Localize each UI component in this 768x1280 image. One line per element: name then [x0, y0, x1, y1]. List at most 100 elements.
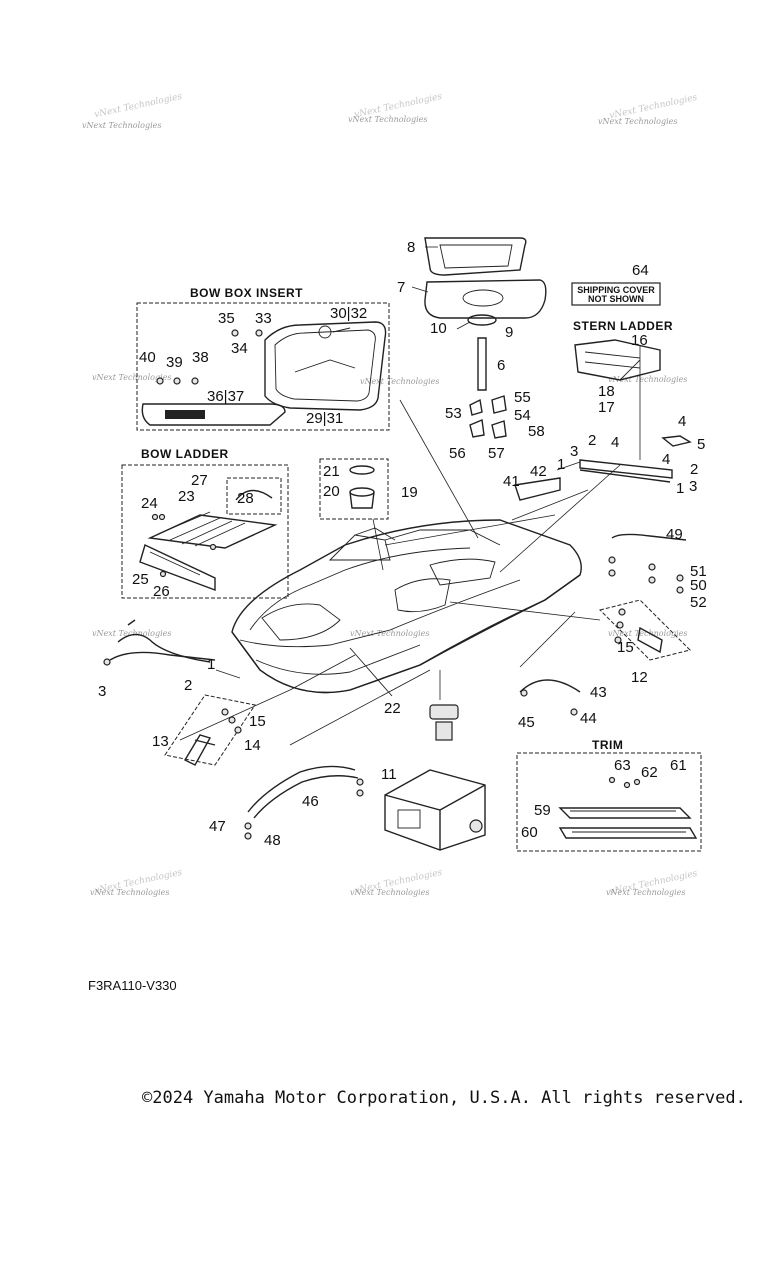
- callout-2-right: 2: [690, 461, 698, 478]
- callout-33: 33: [255, 310, 272, 327]
- callout-48: 48: [264, 832, 281, 849]
- stern-ladder-part: [574, 339, 661, 381]
- callout-22: 22: [384, 700, 401, 717]
- watermark-top-left: vNext Technologies vNext Technologies: [82, 92, 183, 130]
- callout-45: 45: [518, 714, 535, 731]
- seat-pedestal-parts: [424, 237, 547, 439]
- callout-47: 47: [209, 818, 226, 835]
- callout-24: 24: [141, 495, 158, 512]
- drain-plug-22: [429, 704, 459, 741]
- callout-5: 5: [697, 436, 705, 453]
- svg-text:vNext Technologies: vNext Technologies: [350, 888, 429, 897]
- callout-36-37: 36|37: [207, 388, 244, 405]
- cleat-assembly-right: [599, 599, 691, 661]
- callout-50: 50: [690, 577, 707, 594]
- callout-6: 6: [497, 357, 505, 374]
- callout-13: 13: [152, 733, 169, 750]
- callout-39: 39: [166, 354, 183, 371]
- watermark-mid-6: vNext Technologies: [608, 629, 687, 638]
- watermark-bottom-right: vNext Technologies vNext Technologies: [606, 869, 699, 897]
- callout-21: 21: [323, 463, 340, 480]
- callout-11: 11: [381, 766, 397, 783]
- svg-text:vNext Technologies: vNext Technologies: [90, 888, 169, 897]
- bow-box-insert-title: BOW BOX INSERT: [190, 286, 303, 300]
- callout-41: 41: [503, 473, 520, 490]
- callout-14: 14: [244, 737, 261, 754]
- svg-text:NOT SHOWN: NOT SHOWN: [588, 294, 644, 304]
- callout-34: 34: [231, 340, 248, 357]
- callout-60: 60: [521, 824, 538, 841]
- callout-2-left: 2: [184, 677, 192, 694]
- bow-box-insert-panel: BOW BOX INSERT: [136, 286, 390, 431]
- svg-text:vNext Technologies: vNext Technologies: [598, 117, 677, 126]
- cooler-11: [384, 769, 486, 851]
- callout-44: 44: [580, 710, 597, 727]
- callout-17: 17: [598, 399, 615, 416]
- callout-35: 35: [218, 310, 235, 327]
- trim-panel: TRIM: [516, 738, 702, 852]
- trim-title: TRIM: [592, 738, 623, 752]
- callout-49: 49: [666, 526, 683, 543]
- stern-rails: [514, 435, 692, 501]
- callout-9: 9: [505, 324, 513, 341]
- callout-3-left: 3: [98, 683, 106, 700]
- callout-51: 51: [690, 563, 707, 580]
- callout-53: 53: [445, 405, 462, 422]
- watermark-mid-2: vNext Technologies: [360, 377, 439, 386]
- watermark-bottom-center: vNext Technologies vNext Technologies: [350, 868, 444, 897]
- handle-46: [244, 765, 364, 840]
- grab-handle-43: [519, 679, 581, 716]
- callout-labels: 8 7 10 9 6 55 53 54 58 56 57 64 16 18 17…: [98, 239, 707, 849]
- callout-1-top: 1: [557, 456, 565, 473]
- callout-4-top: 4: [678, 413, 686, 430]
- svg-text:vNext Technologies: vNext Technologies: [606, 888, 685, 897]
- leader-lines: [179, 246, 641, 746]
- watermark-mid-1: vNext Technologies: [92, 373, 171, 382]
- callout-43: 43: [590, 684, 607, 701]
- svg-text:vNext Technologies: vNext Technologies: [93, 92, 183, 120]
- bow-rail-parts: [103, 619, 216, 666]
- stern-ladder-title: STERN LADDER: [573, 319, 673, 333]
- callout-57: 57: [488, 445, 505, 462]
- callout-15-left: 15: [249, 713, 266, 730]
- callout-54: 54: [514, 407, 531, 424]
- callout-52: 52: [690, 594, 707, 611]
- watermark-mid-5: vNext Technologies: [350, 629, 429, 638]
- diagram-code: F3RA110-V330: [88, 978, 177, 993]
- svg-text:vNext Technologies: vNext Technologies: [82, 121, 161, 130]
- callout-8: 8: [407, 239, 415, 256]
- svg-text:vNext Technologies: vNext Technologies: [348, 115, 427, 124]
- bow-ladder-title: BOW LADDER: [141, 447, 229, 461]
- callout-63: 63: [614, 757, 631, 774]
- callout-1-right: 1: [676, 480, 684, 497]
- shipping-cover-note: SHIPPING COVER NOT SHOWN: [571, 282, 661, 306]
- callout-20: 20: [323, 483, 340, 500]
- callout-7: 7: [397, 279, 405, 296]
- callout-3-top: 3: [570, 443, 578, 460]
- copyright-notice: ©2024 Yamaha Motor Corporation, U.S.A. A…: [142, 1088, 746, 1108]
- callout-2-top: 2: [588, 432, 596, 449]
- watermark-mid-4: vNext Technologies: [92, 629, 171, 638]
- callout-29-31: 29|31: [306, 410, 343, 427]
- callout-28: 28: [237, 490, 254, 507]
- watermark-top-right: vNext Technologies vNext Technologies: [598, 93, 698, 126]
- callout-15-right: 15: [617, 639, 634, 656]
- watermark-mid-3: vNext Technologies: [608, 375, 687, 384]
- callout-61: 61: [670, 757, 687, 774]
- cleat-assembly: [164, 694, 256, 766]
- watermark-top-center: vNext Technologies vNext Technologies: [348, 92, 443, 124]
- callout-23: 23: [178, 488, 195, 505]
- watermark-bottom-left: vNext Technologies vNext Technologies: [90, 868, 184, 897]
- callout-4-mid: 4: [611, 434, 619, 451]
- callout-46: 46: [302, 793, 319, 810]
- grab-handle-49: [608, 533, 687, 594]
- callout-55: 55: [514, 389, 531, 406]
- callout-12: 12: [631, 669, 648, 686]
- callout-59: 59: [534, 802, 551, 819]
- callout-64: 64: [632, 262, 649, 279]
- svg-text:SHIPPING COVER: SHIPPING COVER: [577, 285, 655, 295]
- callout-1-left: 1: [207, 656, 215, 673]
- callout-62: 62: [641, 764, 658, 781]
